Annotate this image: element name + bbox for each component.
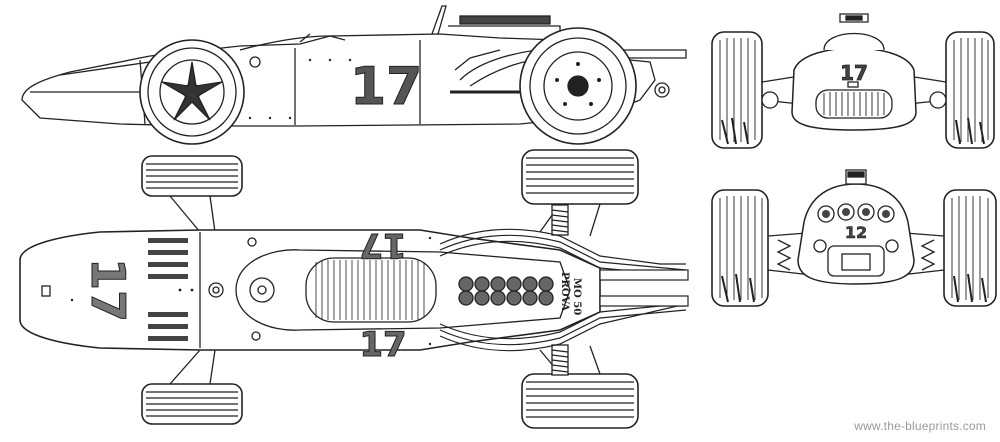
front-number: 17 (840, 61, 868, 85)
rear-wheel-left (711, 189, 769, 307)
front-wheel-right (945, 31, 995, 149)
side-rear-wheel (519, 27, 637, 145)
top-exhaust-pipes (439, 228, 689, 352)
rear-view: 12 (711, 169, 997, 307)
top-wheel-rear-right (521, 373, 639, 429)
rear-wheel-right (943, 189, 997, 307)
side-badge (249, 56, 261, 68)
watermark-text: www.the-blueprints.com (854, 419, 986, 433)
top-rear-spring-upper (551, 204, 569, 236)
rear-spring-left (776, 239, 792, 271)
front-view: 17 (711, 13, 995, 149)
top-nose-vents (148, 238, 188, 341)
top-wheel-front-left (141, 155, 243, 197)
side-roll-bar (431, 5, 447, 35)
side-engine-grille (459, 15, 551, 25)
top-wheel-rear-left (521, 149, 639, 205)
top-number-upper: 17 (359, 225, 406, 265)
top-exhaust-text-1: PROVA (559, 272, 570, 311)
top-engine-block (305, 257, 437, 323)
top-view: 17 (19, 149, 689, 429)
top-rear-spring-lower (551, 344, 569, 376)
rear-number: 12 (845, 223, 867, 242)
top-number-lower: 17 (359, 325, 406, 365)
top-intakes (458, 276, 554, 306)
top-wheel-front-right (141, 383, 243, 425)
front-wheel-left (711, 31, 763, 149)
top-exhaust-text-2: MO 50 (571, 278, 582, 315)
side-front-wheel (139, 39, 245, 145)
side-number: 17 (350, 57, 422, 117)
side-view: 17 (21, 5, 687, 145)
rear-spring-right (920, 239, 936, 271)
top-nose-number: 17 (81, 258, 135, 322)
